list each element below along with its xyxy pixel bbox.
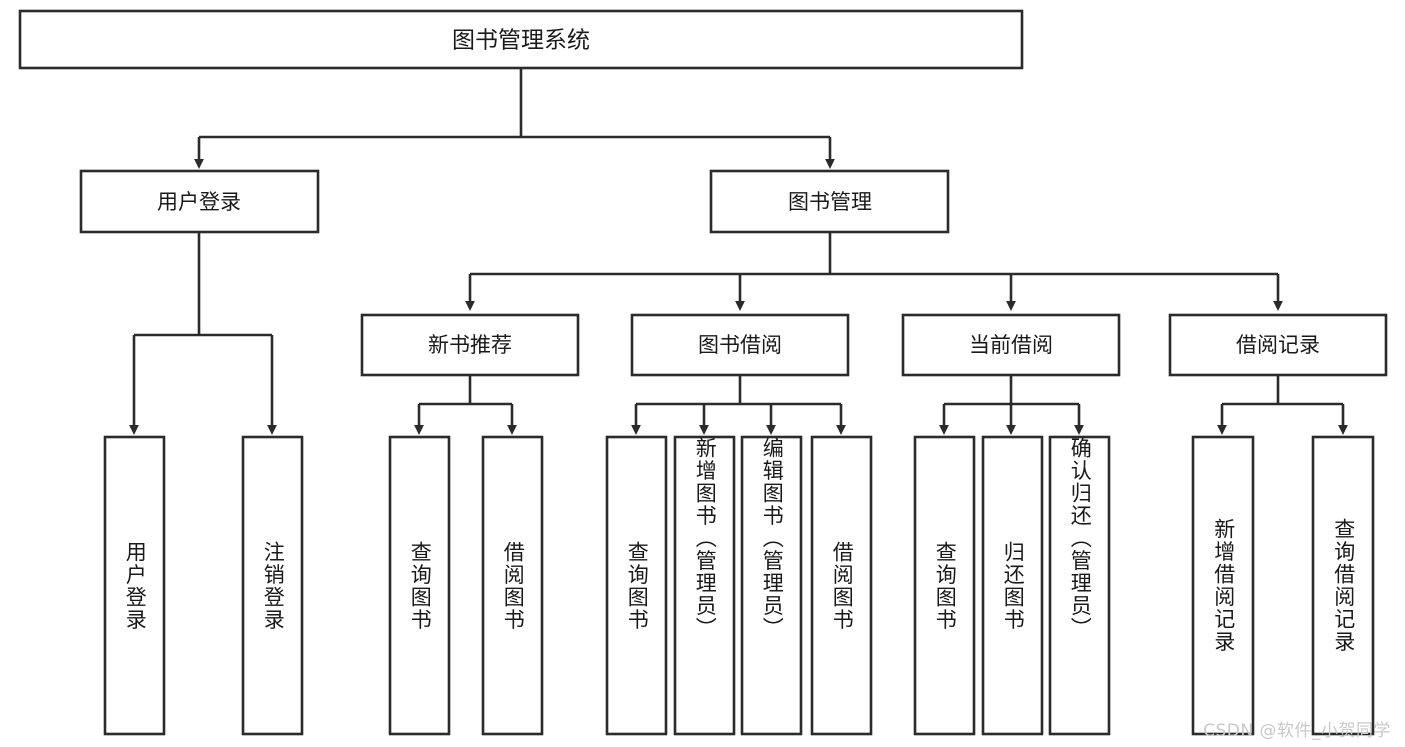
node-current-borrow[interactable]: 当前借阅 bbox=[901, 313, 1121, 377]
leaf-box-add-record[interactable] bbox=[1191, 435, 1255, 736]
leaf-box-borrow-book-2[interactable] bbox=[810, 435, 873, 736]
leaf-box-confirm-return[interactable] bbox=[1048, 435, 1111, 736]
node-book-borrow[interactable]: 图书借阅 bbox=[630, 313, 850, 377]
node-user-login[interactable]: 用户登录 bbox=[79, 169, 320, 234]
leaf-box-add-book[interactable] bbox=[673, 435, 736, 736]
node-book-borrow-label: 图书借阅 bbox=[698, 333, 782, 357]
node-book-manage-label: 图书管理 bbox=[788, 190, 872, 214]
csdn-watermark: CSDN @软件_小贺同学 bbox=[1203, 721, 1391, 741]
node-user-login-label: 用户登录 bbox=[157, 190, 241, 214]
node-new-book-recommend[interactable]: 新书推荐 bbox=[360, 313, 580, 377]
leaf-box-return-book[interactable] bbox=[981, 435, 1044, 736]
connector-group-book-manage bbox=[465, 232, 1283, 311]
node-new-book-recommend-label: 新书推荐 bbox=[428, 333, 512, 357]
leaf-box-query-book-2[interactable] bbox=[605, 435, 668, 736]
node-borrow-record[interactable]: 借阅记录 bbox=[1168, 313, 1388, 377]
node-current-borrow-label: 当前借阅 bbox=[969, 333, 1053, 357]
leaf-boxes bbox=[103, 435, 1375, 736]
leaf-box-query-book-1[interactable] bbox=[388, 435, 451, 736]
leaf-box-edit-book[interactable] bbox=[740, 435, 803, 736]
node-borrow-record-label: 借阅记录 bbox=[1236, 333, 1320, 357]
connector-group-borrow-record bbox=[1217, 375, 1348, 435]
leaf-box-borrow-book-1[interactable] bbox=[481, 435, 544, 736]
node-root-label: 图书管理系统 bbox=[452, 28, 590, 54]
connector-group-new-book-recommend bbox=[414, 375, 517, 435]
node-book-manage[interactable]: 图书管理 bbox=[709, 169, 950, 234]
leaf-box-query-record[interactable] bbox=[1311, 435, 1375, 736]
node-root[interactable]: 图书管理系统 bbox=[18, 9, 1024, 70]
leaf-box-logout[interactable] bbox=[241, 435, 304, 736]
leaf-box-query-book-3[interactable] bbox=[913, 435, 976, 736]
connector-group-current-borrow bbox=[939, 375, 1084, 435]
connector-group-book-borrow bbox=[631, 375, 846, 435]
connector-group-root bbox=[194, 68, 835, 169]
connector-group-user-login bbox=[129, 232, 277, 435]
leaf-box-user-login[interactable] bbox=[103, 435, 166, 736]
